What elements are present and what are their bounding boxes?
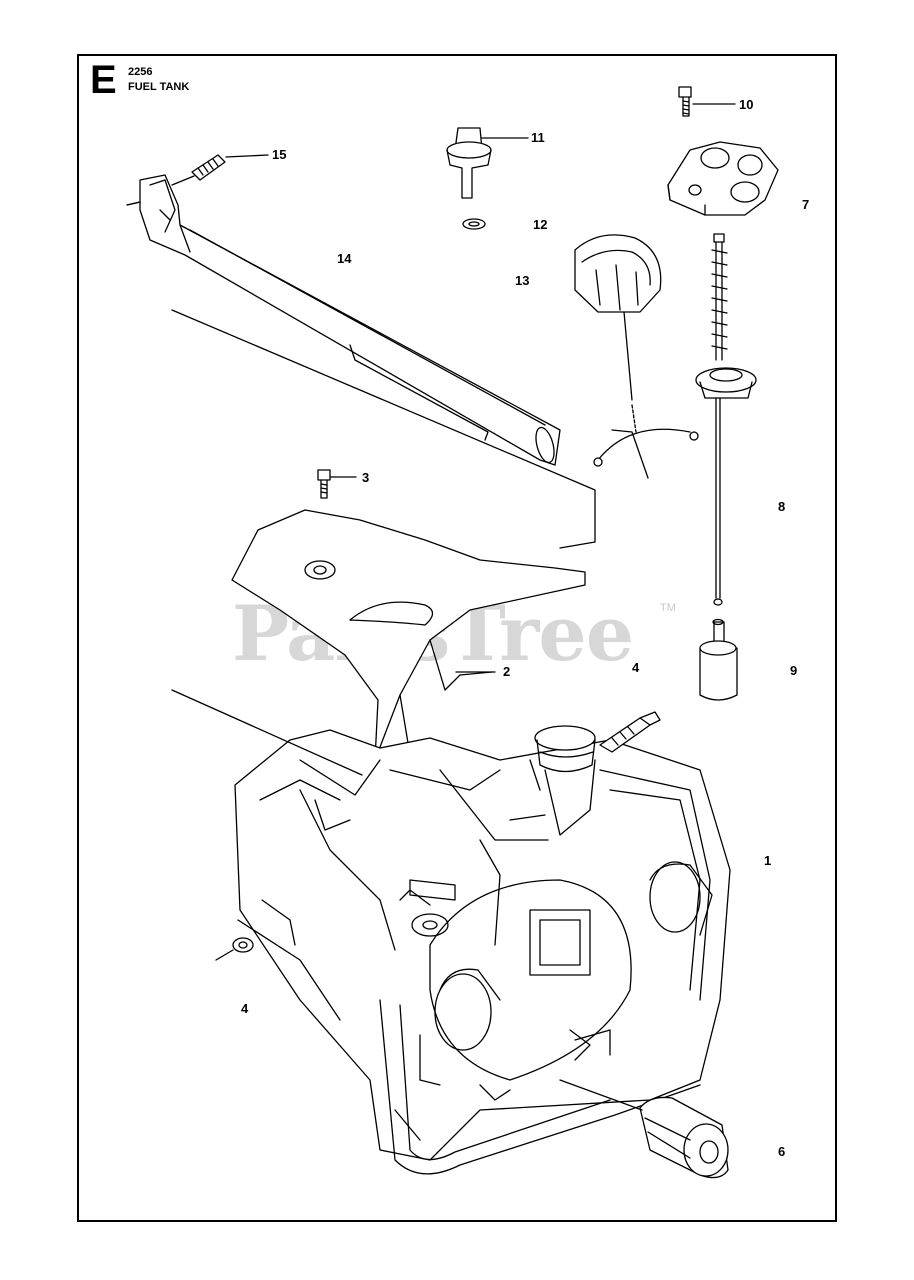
part-9-fuel-filter (700, 620, 737, 701)
callout-9: 9 (790, 663, 798, 678)
handle-shield-plate (172, 310, 595, 548)
callout-15: 15 (272, 147, 287, 162)
part-4-screw-upper (600, 712, 660, 752)
callout-14: 14 (337, 251, 352, 266)
watermark-trademark: TM (660, 602, 676, 614)
section-letter: E (90, 58, 117, 102)
tank-fill-neck (535, 726, 595, 772)
part-4-nut-left (216, 900, 295, 960)
leader-lines (127, 202, 495, 775)
part-11-primer-bulb (447, 128, 528, 198)
callout-13: 13 (515, 273, 530, 288)
callout-8: 8 (778, 499, 786, 514)
callout-12: 12 (533, 217, 548, 232)
part-14-handle (127, 175, 560, 465)
callout-1: 1 (764, 853, 772, 868)
part-8-fuel-hose (696, 234, 756, 605)
callout-4-upper: 4 (632, 660, 640, 675)
callout-7: 7 (802, 197, 810, 212)
part-12-washer (463, 219, 485, 229)
part-2-shield (232, 510, 585, 760)
diagram-title: FUEL TANK (128, 81, 190, 93)
callout-6: 6 (778, 1144, 786, 1159)
part-3-screw (318, 470, 356, 498)
part-15-screw (172, 155, 268, 185)
part-13-fuel-cap (575, 235, 698, 478)
callout-3: 3 (362, 470, 370, 485)
part-1-fuel-tank-body (235, 730, 730, 1174)
part-10-screw (679, 87, 735, 116)
part-6-rubber-buffer (560, 1080, 728, 1178)
diagram-frame (77, 54, 837, 1222)
callout-10: 10 (739, 97, 754, 112)
model-number: 2256 (128, 66, 153, 78)
callout-11: 11 (531, 130, 545, 145)
part-7-filter-cover (668, 142, 778, 215)
callout-4-lower: 4 (241, 1001, 249, 1016)
callout-2: 2 (503, 664, 511, 679)
